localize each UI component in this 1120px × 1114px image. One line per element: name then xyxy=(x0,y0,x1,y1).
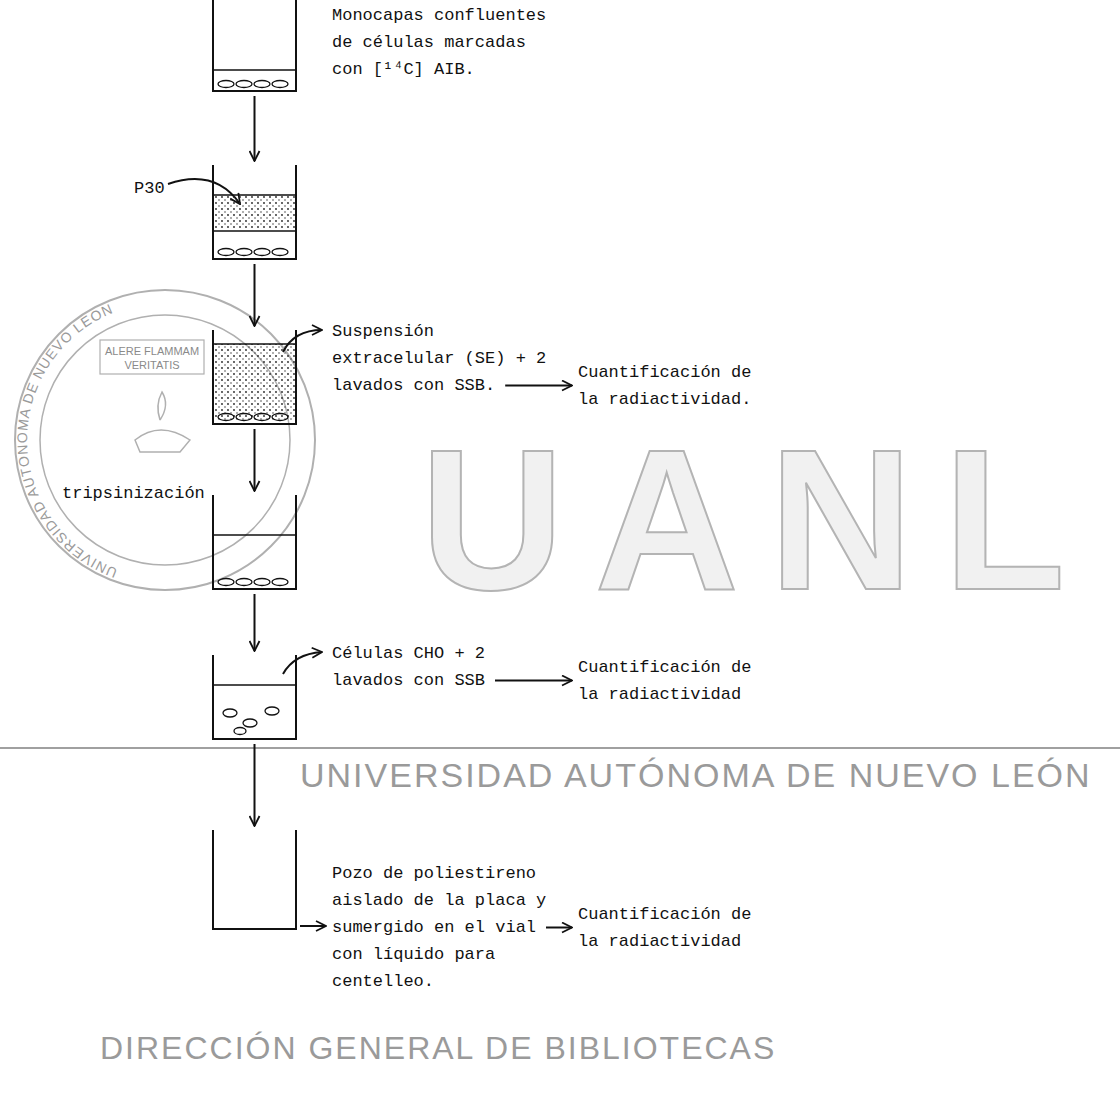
step-label: P30 xyxy=(134,175,165,202)
seal-banner xyxy=(100,340,204,374)
culture-well: Pozo de poliestireno aislado de la placa… xyxy=(212,830,297,930)
seal-lamp xyxy=(135,392,190,452)
culture-well: Suspensión extracelular (SE) + 2 lavados… xyxy=(212,330,297,425)
result-label: Cuantificación de la radiactividad. xyxy=(578,359,763,413)
seal-text: UNIVERSIDAD AUTONOMA DE NUEVO LEON xyxy=(14,300,119,581)
flow-arrow xyxy=(254,744,256,826)
culture-well: Monocapas confluentes de células marcada… xyxy=(212,0,297,92)
result-box: Cuantificación de la radiactividad xyxy=(578,901,763,955)
result-box: Cuantificación de la radiactividad. xyxy=(578,359,763,413)
watermark-text: UNIVERSIDAD AUTÓNOMA DE NUEVO LEÓN xyxy=(300,756,1092,795)
pointer-arrow xyxy=(300,925,326,927)
seal-motto: VERITATIS xyxy=(124,359,179,371)
watermark-logo: UANL xyxy=(420,420,1095,620)
flow-arrow xyxy=(254,594,256,651)
culture-well: P30 xyxy=(212,165,297,260)
step-label: Pozo de poliestireno aislado de la placa… xyxy=(332,860,557,995)
step-label: Suspensión extracelular (SE) + 2 lavados… xyxy=(332,318,557,399)
step-label: tripsinización xyxy=(62,480,205,507)
flow-arrow xyxy=(254,264,256,326)
flow-arrow xyxy=(254,96,256,161)
flow-arrow xyxy=(254,429,256,491)
seal-text-group: UNIVERSIDAD AUTONOMA DE NUEVO LEON xyxy=(14,300,119,581)
seal-motto: ALERE FLAMMAM xyxy=(105,345,199,357)
well-contents xyxy=(214,655,295,738)
step-label: Células CHO + 2 lavados con SSB xyxy=(332,640,557,694)
step-label: Monocapas confluentes de células marcada… xyxy=(332,2,557,83)
result-box: Cuantificación de la radiactividad xyxy=(578,654,763,708)
seal-outer-ring xyxy=(15,290,315,590)
flow-arrow xyxy=(495,680,572,682)
flow-arrow xyxy=(505,385,572,387)
result-label: Cuantificación de la radiactividad xyxy=(578,654,763,708)
well-contents xyxy=(214,495,295,588)
well-contents xyxy=(214,330,295,423)
culture-well: Células CHO + 2 lavados con SSB xyxy=(212,655,297,740)
watermark-text: DIRECCIÓN GENERAL DE BIBLIOTECAS xyxy=(100,1030,776,1067)
culture-well: tripsinización xyxy=(212,495,297,590)
pointer-arrow xyxy=(283,652,322,674)
well-contents xyxy=(214,0,295,90)
flow-arrow xyxy=(546,927,572,929)
well-contents xyxy=(214,165,295,258)
result-label: Cuantificación de la radiactividad xyxy=(578,901,763,955)
watermark-rule xyxy=(0,747,1120,749)
well-contents xyxy=(214,830,295,928)
